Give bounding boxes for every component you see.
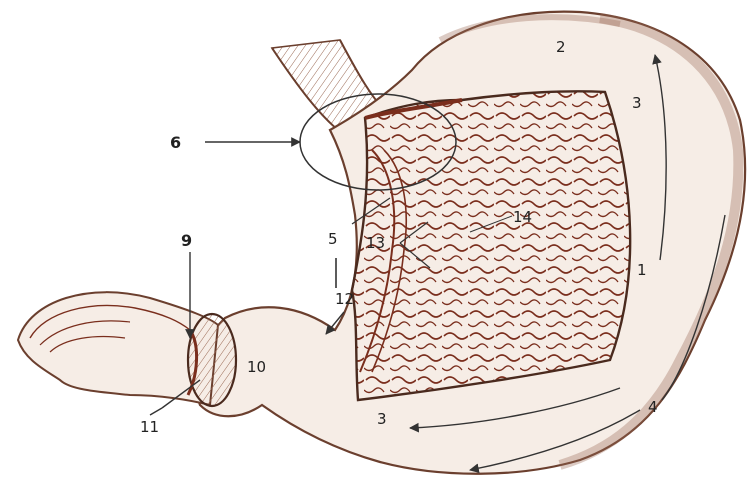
label-3-top: 3 — [632, 94, 642, 112]
label-3-bottom: 3 — [377, 410, 387, 428]
label-5: 5 — [328, 230, 338, 248]
label-9: 9 — [181, 231, 192, 250]
label-10: 10 — [247, 358, 266, 376]
label-12: 12 — [335, 290, 354, 308]
pylorus-duodenum — [18, 292, 236, 406]
label-14: 14 — [513, 208, 532, 226]
label-13: 13 — [366, 234, 385, 252]
label-11: 11 — [140, 418, 159, 436]
label-4: 4 — [648, 398, 658, 416]
label-1: 1 — [637, 261, 647, 279]
label-2: 2 — [556, 38, 566, 56]
mucosa-window — [352, 91, 630, 400]
label-6: 6 — [170, 133, 181, 152]
